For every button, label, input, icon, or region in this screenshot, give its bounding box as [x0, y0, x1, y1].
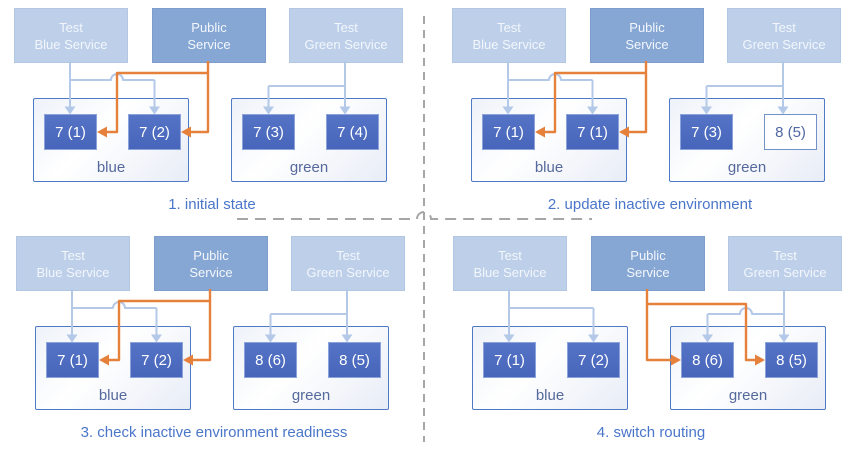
- quadrant-caption: 3. check inactive environment readiness: [80, 424, 348, 441]
- quadrant-content: Test Blue Service Public Service Test Gr…: [438, 0, 848, 228]
- test-green-service-label: Test Green Service: [742, 19, 826, 52]
- test-green-service-label: Test Green Service: [306, 247, 390, 280]
- public-service-label: Public Service: [625, 19, 669, 52]
- public-route-line: [645, 289, 671, 362]
- blue-environment-label: blue: [98, 387, 128, 404]
- green-environment-label: green: [289, 159, 329, 176]
- blue-environment-label: blue: [534, 159, 564, 176]
- pod-new-version: 8 (5): [764, 114, 817, 150]
- test-blue-service-box: Test Blue Service: [452, 8, 566, 63]
- test-blue-route-line: [69, 61, 155, 81]
- pod: 8 (6): [681, 342, 734, 378]
- pod-version-label: 7 (1): [494, 351, 525, 369]
- test-blue-service-box: Test Blue Service: [453, 236, 567, 291]
- test-green-service-label: Test Green Service: [304, 19, 388, 52]
- public-service-box: Public Service: [152, 8, 266, 63]
- quadrant-initial-state: Test Blue Service Public Service Test Gr…: [0, 0, 424, 228]
- quadrant-caption: 4. switch routing: [596, 424, 706, 441]
- pod: 7 (2): [128, 114, 181, 150]
- pod-version-label: 7 (1): [57, 351, 88, 369]
- pod-version-label: 8 (6): [692, 351, 723, 369]
- pod: 7 (1): [46, 342, 99, 378]
- test-green-service-box: Test Green Service: [289, 8, 403, 63]
- test-green-service-box: Test Green Service: [291, 236, 405, 291]
- pod-version-label: 7 (2): [141, 351, 172, 369]
- pod: 8 (6): [244, 342, 297, 378]
- blue-environment-label: blue: [535, 387, 565, 404]
- test-green-route-line: [268, 61, 346, 87]
- pod-version-label: 7 (4): [337, 123, 368, 141]
- blue-environment-label: blue: [96, 159, 126, 176]
- pod-version-label: 7 (2): [578, 351, 609, 369]
- quadrant-check-readiness: Test Blue Service Public Service Test Gr…: [0, 228, 424, 456]
- green-environment-label: green: [291, 387, 331, 404]
- pod-version-label: 8 (6): [255, 351, 286, 369]
- pod-version-label: 7 (1): [577, 123, 608, 141]
- public-service-label: Public Service: [189, 247, 233, 280]
- pod-version-label: 7 (3): [691, 123, 722, 141]
- quadrant-caption: 1. initial state: [168, 196, 256, 213]
- pod-version-label: 7 (2): [139, 123, 170, 141]
- pod: 8 (5): [328, 342, 381, 378]
- pod: 8 (5): [765, 342, 818, 378]
- green-environment-label: green: [727, 159, 767, 176]
- public-service-box: Public Service: [591, 236, 705, 291]
- test-green-route-line: [707, 289, 785, 315]
- pod: 7 (2): [130, 342, 183, 378]
- test-blue-route-line: [71, 289, 157, 309]
- test-blue-service-label: Test Blue Service: [34, 19, 108, 52]
- test-blue-service-label: Test Blue Service: [472, 19, 546, 52]
- pod: 7 (1): [483, 342, 536, 378]
- pod-version-label: 7 (1): [55, 123, 86, 141]
- pod: 7 (4): [326, 114, 379, 150]
- pod: 7 (1): [482, 114, 535, 150]
- public-route-line: [629, 61, 648, 134]
- green-environment-label: green: [728, 387, 768, 404]
- test-blue-service-label: Test Blue Service: [473, 247, 547, 280]
- public-service-box: Public Service: [590, 8, 704, 63]
- pod-version-label: 8 (5): [775, 123, 806, 141]
- test-green-service-box: Test Green Service: [727, 8, 841, 63]
- public-route-line: [191, 61, 210, 134]
- test-blue-route-line: [508, 289, 594, 309]
- pod: 7 (3): [680, 114, 733, 150]
- quadrant-caption: 2. update inactive environment: [547, 196, 753, 213]
- quadrant-content: Test Blue Service Public Service Test Gr…: [0, 0, 424, 228]
- pod: 7 (3): [242, 114, 295, 150]
- test-blue-service-box: Test Blue Service: [16, 236, 130, 291]
- pod-version-label: 7 (1): [493, 123, 524, 141]
- public-service-box: Public Service: [154, 236, 268, 291]
- quadrant-update-inactive: Test Blue Service Public Service Test Gr…: [424, 0, 848, 228]
- test-green-service-label: Test Green Service: [743, 247, 827, 280]
- pod: 7 (1): [566, 114, 619, 150]
- public-service-label: Public Service: [187, 19, 231, 52]
- test-green-route-line: [270, 289, 348, 315]
- quadrant-content: Test Blue Service Public Service Test Gr…: [439, 228, 848, 456]
- pod: 7 (2): [567, 342, 620, 378]
- public-route-line: [193, 289, 212, 362]
- test-blue-route-line: [507, 61, 593, 81]
- test-green-service-box: Test Green Service: [728, 236, 842, 291]
- test-blue-service-label: Test Blue Service: [36, 247, 110, 280]
- public-service-label: Public Service: [626, 247, 670, 280]
- pod: 7 (1): [44, 114, 97, 150]
- test-green-route-line: [706, 61, 784, 87]
- pod-version-label: 8 (5): [339, 351, 370, 369]
- quadrant-switch-routing: Test Blue Service Public Service Test Gr…: [424, 228, 848, 456]
- pod-version-label: 7 (3): [253, 123, 284, 141]
- test-blue-service-box: Test Blue Service: [14, 8, 128, 63]
- quadrant-content: Test Blue Service Public Service Test Gr…: [2, 228, 426, 456]
- pod-version-label: 8 (5): [776, 351, 807, 369]
